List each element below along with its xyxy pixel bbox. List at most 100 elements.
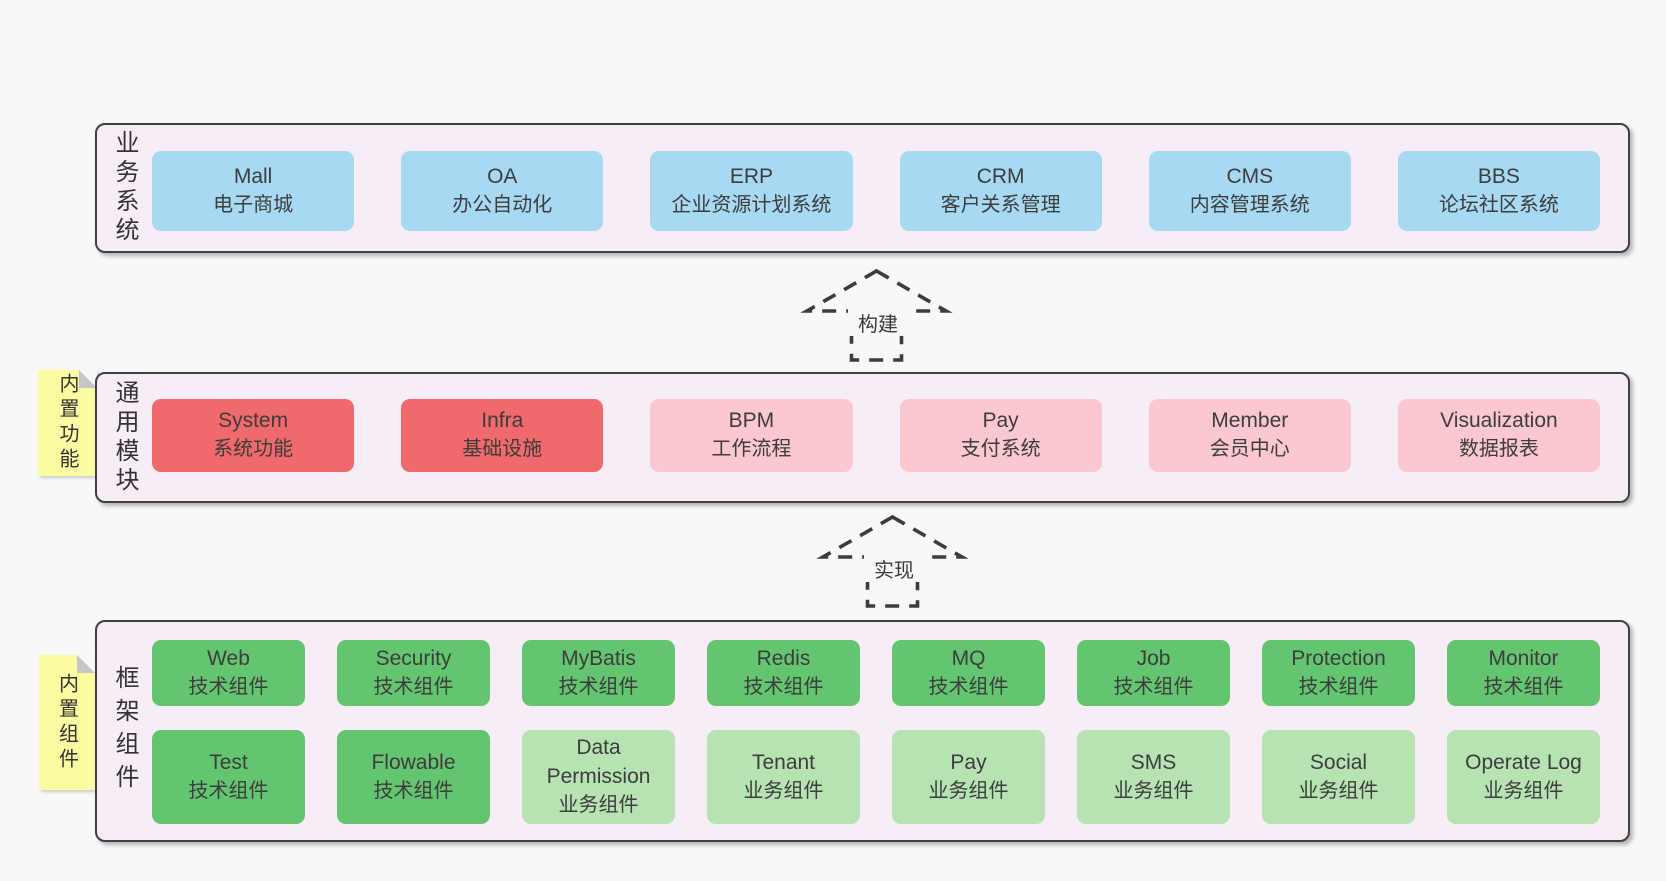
business-boxes-row: Mall 电子商城 OA 办公自动化 ERP 企业资源计划系统 CRM 客户关系管理 CMS 内容… xyxy=(152,125,1628,251)
modules-boxes-row: System 系统功能 Infra 基础设施 BPM 工作流程 Pay 支付系统 Member 会… xyxy=(152,374,1628,501)
box-subtitle: 业务组件 xyxy=(928,779,1009,802)
box-title: Mall xyxy=(233,164,273,188)
box-subtitle: 电子商城 xyxy=(213,193,294,216)
box-title: Test xyxy=(209,750,248,774)
box-title: MyBatis xyxy=(561,646,636,670)
box-monitor: Monitor 技术组件 xyxy=(1447,640,1600,707)
box-mybatis: MyBatis 技术组件 xyxy=(522,640,675,707)
box-subtitle: 业务组件 xyxy=(1483,779,1564,802)
box-oa: OA 办公自动化 xyxy=(401,151,604,231)
box-title: Social xyxy=(1309,750,1368,774)
box-cms: CMS 内容管理系统 xyxy=(1148,151,1351,231)
box-subtitle: 办公自动化 xyxy=(452,193,553,216)
box-subtitle: 技术组件 xyxy=(558,675,639,698)
layer-label-framework-components: 框架组件 xyxy=(111,665,138,797)
box-subtitle: 系统功能 xyxy=(213,438,294,461)
box-operate-log: Operate Log 业务组件 xyxy=(1447,730,1600,824)
box-subtitle: 业务组件 xyxy=(1298,779,1379,802)
box-subtitle: 技术组件 xyxy=(1298,675,1379,698)
box-pay: Pay 支付系统 xyxy=(899,399,1102,472)
box-subtitle: 工作流程 xyxy=(711,438,792,461)
box-title: Infra xyxy=(481,409,524,433)
sticky-note-label: 内置组件 xyxy=(55,672,78,773)
box-security: Security 技术组件 xyxy=(337,640,490,707)
box-subtitle: 技术组件 xyxy=(928,675,1009,698)
box-title: Monitor xyxy=(1488,646,1559,670)
box-subtitle: 技术组件 xyxy=(373,675,454,698)
box-test: Test 技术组件 xyxy=(152,730,305,824)
box-title: Security xyxy=(375,646,452,670)
box-title: Tenant xyxy=(751,750,816,774)
box-subtitle: 内容管理系统 xyxy=(1189,193,1310,216)
box-subtitle: 论坛社区系统 xyxy=(1438,193,1559,216)
box-mq: MQ 技术组件 xyxy=(892,640,1045,707)
box-subtitle: 业务组件 xyxy=(1113,779,1194,802)
box-title: OA xyxy=(487,164,518,188)
box-subtitle: 客户关系管理 xyxy=(940,193,1061,216)
sticky-note-label: 内置功能 xyxy=(56,373,78,473)
box-job: Job 技术组件 xyxy=(1077,640,1230,707)
box-title: BPM xyxy=(728,409,775,433)
box-title: Redis xyxy=(756,646,811,670)
box-subtitle: 数据报表 xyxy=(1458,438,1539,461)
box-title: Data Permission xyxy=(546,736,651,789)
box-tenant: Tenant 业务组件 xyxy=(707,730,860,824)
box-subtitle: 支付系统 xyxy=(960,438,1041,461)
box-title: Visualization xyxy=(1440,409,1558,433)
box-title: BBS xyxy=(1477,164,1520,188)
box-title: Member xyxy=(1211,409,1289,433)
box-subtitle: 技术组件 xyxy=(1113,675,1194,698)
box-bpm: BPM 工作流程 xyxy=(650,399,853,472)
box-title: Operate Log xyxy=(1465,750,1582,774)
box-crm: CRM 客户关系管理 xyxy=(899,151,1102,231)
arrow-label-implement: 实现 xyxy=(864,554,924,582)
layer-business-systems: 业务系统 Mall 电子商城 OA 办公自动化 ERP 企业资源计划系统 CRM 客户关系管理… xyxy=(95,123,1630,253)
box-data-permission: Data Permission 业务组件 xyxy=(522,730,675,824)
sticky-note-builtin-components: 内置组件 xyxy=(39,655,95,790)
box-erp: ERP 企业资源计划系统 xyxy=(650,151,853,231)
box-subtitle: 业务组件 xyxy=(558,794,639,817)
box-social: Social 业务组件 xyxy=(1262,730,1415,824)
sticky-note-builtin-features: 内置功能 xyxy=(38,370,97,476)
box-infra: Infra 基础设施 xyxy=(401,399,604,472)
layer-label-business-systems: 业务系统 xyxy=(111,130,138,246)
box-system: System 系统功能 xyxy=(152,399,355,472)
box-subtitle: 基础设施 xyxy=(462,438,543,461)
dashed-up-arrow-implement xyxy=(816,514,969,608)
box-sms: SMS 业务组件 xyxy=(1077,730,1230,824)
box-subtitle: 技术组件 xyxy=(188,779,269,802)
box-subtitle: 技术组件 xyxy=(743,675,824,698)
box-title: System xyxy=(218,409,289,433)
box-subtitle: 会员中心 xyxy=(1209,438,1290,461)
box-subtitle: 技术组件 xyxy=(1483,675,1564,698)
box-title: Job xyxy=(1136,646,1171,670)
box-title: Protection xyxy=(1291,646,1386,670)
box-title: SMS xyxy=(1130,750,1177,774)
box-title: ERP xyxy=(729,164,774,188)
arrow-label-build: 构建 xyxy=(848,308,908,336)
dashed-up-arrow-build xyxy=(800,268,953,362)
box-title: MQ xyxy=(951,646,986,670)
box-subtitle: 企业资源计划系统 xyxy=(671,193,832,216)
box-title: Pay xyxy=(982,409,1019,433)
box-title: CRM xyxy=(976,164,1025,188)
box-title: CMS xyxy=(1226,164,1274,188)
box-redis: Redis 技术组件 xyxy=(707,640,860,707)
box-bbs: BBS 论坛社区系统 xyxy=(1397,151,1601,231)
box-member: Member 会员中心 xyxy=(1148,399,1351,472)
box-pay: Pay 业务组件 xyxy=(892,730,1045,824)
box-mall: Mall 电子商城 xyxy=(152,151,355,231)
box-protection: Protection 技术组件 xyxy=(1262,640,1415,707)
box-visualization: Visualization 数据报表 xyxy=(1397,399,1601,472)
box-title: Pay xyxy=(950,750,987,774)
box-subtitle: 业务组件 xyxy=(743,779,824,802)
box-subtitle: 技术组件 xyxy=(188,675,269,698)
box-title: Flowable xyxy=(371,750,456,774)
